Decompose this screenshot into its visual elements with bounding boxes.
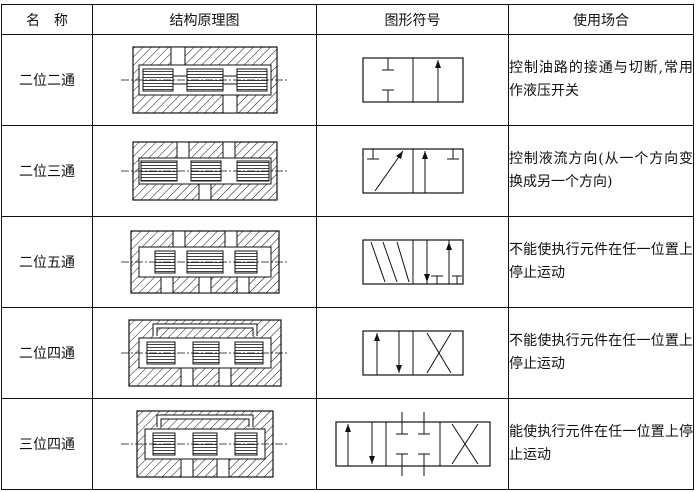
usage-text: 不能使执行元件在任一位置上停止运动 xyxy=(508,307,694,399)
two-way-three-port-symbol xyxy=(361,148,464,194)
two-way-two-port-symbol xyxy=(361,57,464,103)
symbol-diagram xyxy=(316,216,509,308)
valve-name: 三位四通 xyxy=(1,398,93,490)
usage-text: 控制液流方向(从一个方向变换成另一个方向) xyxy=(508,125,694,217)
symbol-diagram xyxy=(316,34,509,126)
valve-name: 二位二通 xyxy=(1,34,93,126)
table-row: 二位二通 xyxy=(1,34,694,126)
usage-text: 能使执行元件在任一位置上停止运动 xyxy=(508,398,694,490)
valve-name: 二位五通 xyxy=(1,216,93,308)
symbol-diagram xyxy=(316,307,509,399)
two-way-four-port-symbol xyxy=(361,330,464,376)
two-way-two-port-structure xyxy=(120,46,289,114)
header-usage: 使用场合 xyxy=(508,4,694,35)
table-row: 二位四通 xyxy=(1,307,694,399)
three-way-four-port-symbol xyxy=(334,412,491,476)
header-symbol: 图形符号 xyxy=(316,4,509,35)
table-row: 二位五通 xyxy=(1,216,694,308)
header-structure: 结构原理图 xyxy=(92,4,317,35)
usage-text: 不能使执行元件在任一位置上停止运动 xyxy=(508,216,694,308)
table-row: 二位三通 xyxy=(1,125,694,217)
symbol-diagram xyxy=(316,398,509,490)
two-way-four-port-structure xyxy=(120,319,289,387)
two-way-five-port-symbol xyxy=(361,239,464,285)
usage-text: 控制油路的接通与切断,常用作液压开关 xyxy=(508,34,694,126)
structure-diagram xyxy=(92,307,317,399)
table-row: 三位四通 xyxy=(1,398,694,490)
structure-diagram xyxy=(92,34,317,126)
structure-diagram xyxy=(92,398,317,490)
header-row: 名 称 结构原理图 图形符号 使用场合 xyxy=(1,4,694,35)
structure-diagram xyxy=(92,125,317,217)
two-way-three-port-structure xyxy=(120,141,289,201)
header-name: 名 称 xyxy=(1,4,93,35)
valve-table: 名 称 结构原理图 图形符号 使用场合 二位二通 xyxy=(1,4,694,490)
valve-name: 二位三通 xyxy=(1,125,93,217)
valve-name: 二位四通 xyxy=(1,307,93,399)
structure-diagram xyxy=(92,216,317,308)
two-way-five-port-structure xyxy=(120,230,289,294)
three-way-four-port-structure xyxy=(120,410,289,478)
symbol-diagram xyxy=(316,125,509,217)
